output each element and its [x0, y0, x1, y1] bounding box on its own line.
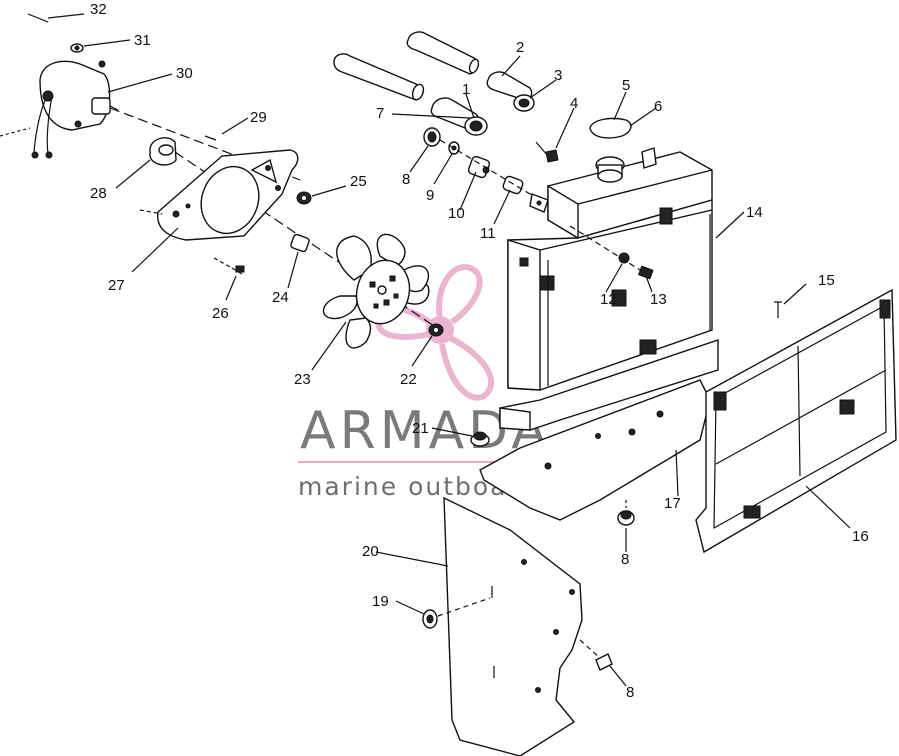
nut-25 — [296, 191, 312, 205]
callout-11: 11 — [480, 225, 496, 242]
grille-screen — [695, 288, 897, 554]
screw-15 — [774, 301, 782, 318]
nut-12 — [618, 252, 630, 264]
radiator-bracket-tab — [529, 193, 549, 213]
nut-8-upper — [423, 127, 441, 147]
side-panel — [443, 496, 583, 756]
callout-25: 25 — [350, 173, 367, 190]
spacer-11 — [502, 175, 524, 195]
callout-31: 31 — [134, 32, 151, 49]
callout-4: 4 — [570, 95, 578, 112]
leader-lines — [47, 13, 851, 687]
fan-motor — [0, 60, 119, 159]
callout-8-upper: 8 — [402, 171, 410, 188]
callout-10: 10 — [448, 205, 465, 222]
stud-end — [98, 60, 106, 68]
callout-20: 20 — [362, 543, 379, 560]
bolt-13 — [569, 225, 654, 280]
callout-2: 2 — [516, 39, 524, 56]
callout-22: 22 — [400, 371, 417, 388]
callout-32: 32 — [90, 1, 107, 18]
fan-blade — [323, 233, 430, 349]
callout-12: 12 — [600, 291, 617, 308]
mounting-bracket — [479, 379, 711, 521]
hose-clamp-1 — [464, 116, 488, 136]
bolt-32 — [27, 13, 49, 23]
callout-1: 1 — [462, 81, 470, 98]
washer-9 — [448, 141, 460, 155]
callout-18: 8 — [626, 684, 634, 701]
callout-19: 19 — [372, 593, 389, 610]
washer-31 — [70, 43, 84, 53]
callout-21: 21 — [412, 420, 429, 437]
callout-9: 9 — [426, 187, 434, 204]
callout-6: 6 — [654, 98, 662, 115]
callout-23: 23 — [294, 371, 311, 388]
grommet-19 — [422, 597, 491, 629]
screw-29 — [204, 135, 217, 141]
callout-13: 13 — [650, 291, 667, 308]
grommet-28 — [149, 137, 177, 166]
nut-22 — [428, 323, 444, 337]
callout-24: 24 — [272, 289, 289, 306]
grommet-10 — [467, 155, 491, 179]
callout-3: 3 — [554, 67, 562, 84]
callout-15: 15 — [818, 272, 835, 289]
callout-5: 5 — [622, 77, 630, 94]
upper-hose — [406, 31, 480, 75]
callout-27: 27 — [108, 277, 125, 294]
spacer-24 — [290, 233, 310, 253]
callout-26: 26 — [212, 305, 229, 322]
callout-7: 7 — [376, 105, 384, 122]
callout-17: 17 — [664, 495, 681, 512]
callout-labels: 32 31 30 29 28 27 26 25 24 23 22 21 20 1… — [90, 1, 869, 701]
hose-clamp-3 — [513, 94, 535, 112]
callout-14: 14 — [746, 204, 763, 221]
callout-28: 28 — [90, 185, 107, 202]
bolt-18 — [579, 639, 613, 671]
fan-shroud-plate — [139, 149, 299, 241]
nut-21 — [470, 431, 490, 447]
callout-16: 16 — [852, 528, 869, 545]
nut-8-lower — [617, 500, 635, 526]
bolt-4 — [535, 141, 559, 163]
lower-hose — [333, 53, 425, 101]
radiator-cap-5 — [589, 117, 632, 139]
callout-30: 30 — [176, 65, 193, 82]
radiator — [499, 147, 719, 431]
callout-29: 29 — [250, 109, 267, 126]
bolt-26 — [213, 257, 245, 275]
callout-8-lower: 8 — [621, 551, 629, 568]
